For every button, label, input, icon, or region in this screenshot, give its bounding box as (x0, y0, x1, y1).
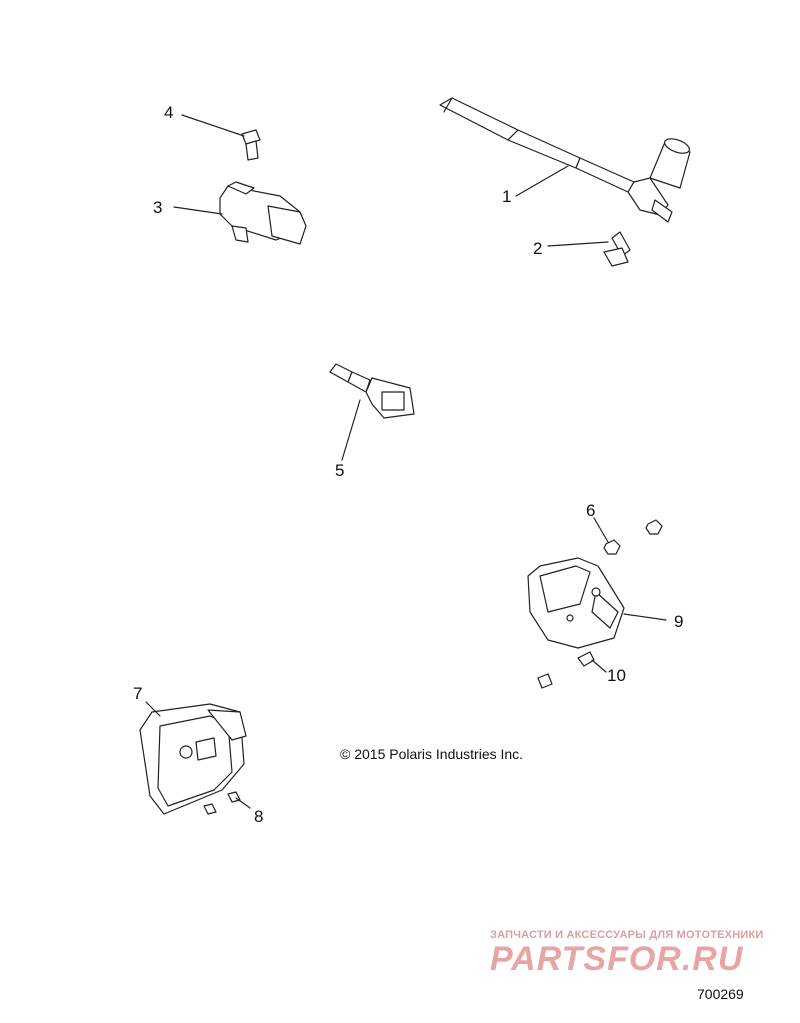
callout-2: 2 (533, 239, 543, 258)
part-2-bolt (603, 231, 631, 267)
part-10-screw (537, 651, 595, 689)
leader-8 (235, 797, 251, 809)
callout-5: 5 (335, 461, 345, 480)
part-5-temp-sensor (329, 363, 415, 419)
part-7-ecu (139, 703, 247, 815)
leader-4 (181, 114, 245, 137)
callout-8: 8 (254, 807, 264, 826)
part-4-bolt (241, 129, 261, 161)
part-9-ecu-bracket (527, 557, 625, 649)
part-1-speed-sensor (439, 97, 691, 223)
watermark-tagline: ЗАПЧАСТИ И АКСЕССУАРЫ ДЛЯ МОТОТЕХНИКИ (490, 929, 764, 941)
callout-6: 6 (586, 501, 596, 520)
leader-3 (173, 206, 223, 215)
watermark-logo: PARTSFOR.RU (490, 940, 744, 978)
callout-10: 10 (607, 666, 626, 685)
drawing-number: 700269 (697, 986, 744, 1002)
part-8-screw (203, 791, 241, 815)
leader-9 (623, 613, 667, 621)
callout-7: 7 (133, 684, 143, 703)
leader-1 (515, 165, 569, 197)
leader-6 (593, 517, 609, 543)
leader-7 (145, 701, 161, 717)
leader-5 (341, 399, 361, 461)
callout-9: 9 (674, 612, 684, 631)
leader-10 (591, 659, 607, 673)
copyright-notice: © 2015 Polaris Industries Inc. (340, 746, 524, 762)
callout-3: 3 (153, 198, 163, 217)
callout-4: 4 (164, 103, 174, 122)
leader-2 (547, 241, 609, 247)
part-6-nut (603, 519, 663, 555)
part-3-map-sensor (219, 181, 307, 245)
callout-1: 1 (502, 187, 512, 206)
